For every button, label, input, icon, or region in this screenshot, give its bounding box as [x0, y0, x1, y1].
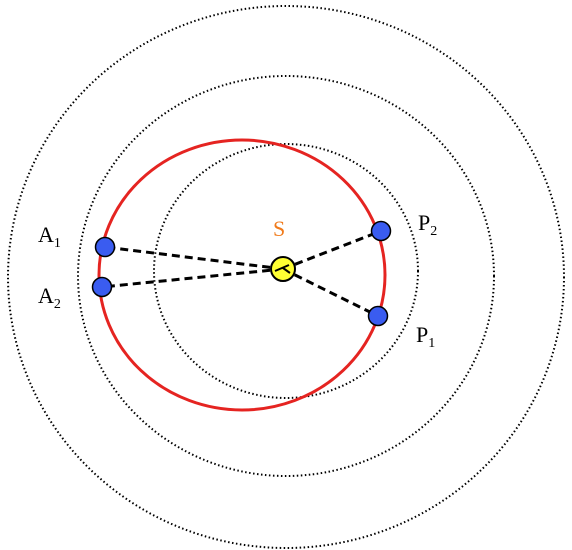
- inner-dotted-ring: [153, 143, 419, 399]
- middle-dotted-ring: [77, 75, 495, 477]
- label-a1-base: A: [38, 222, 54, 247]
- label-a2-base: A: [38, 283, 54, 308]
- sun-marker-icon: [270, 256, 296, 282]
- point-a1-icon: [94, 236, 116, 258]
- dotted-rings: [7, 5, 565, 549]
- label-a1-sub: 1: [54, 236, 61, 251]
- label-p2-base: P: [418, 210, 430, 235]
- label-p1-sub: 1: [428, 336, 435, 351]
- label-p2-sub: 2: [430, 224, 437, 239]
- connector-a1: [104, 245, 284, 271]
- red-orbit: [97, 138, 387, 412]
- connector-a2: [101, 267, 284, 289]
- label-a2-sub: 2: [54, 297, 61, 312]
- label-p1: P1: [416, 322, 435, 351]
- label-a2: A2: [38, 283, 61, 312]
- points: [91, 220, 392, 327]
- label-p2: P2: [418, 210, 437, 239]
- label-a1: A1: [38, 222, 61, 251]
- point-p2-icon: [370, 220, 392, 242]
- point-p1-icon: [367, 305, 389, 327]
- connector-p2: [282, 229, 382, 271]
- sun-label: S: [273, 216, 285, 241]
- connector-p1: [282, 267, 379, 318]
- point-a2-icon: [91, 276, 113, 298]
- label-p1-base: P: [416, 322, 428, 347]
- connectors: [101, 229, 382, 318]
- sun-glyph: [274, 264, 291, 274]
- outer-dotted-ring: [7, 5, 565, 549]
